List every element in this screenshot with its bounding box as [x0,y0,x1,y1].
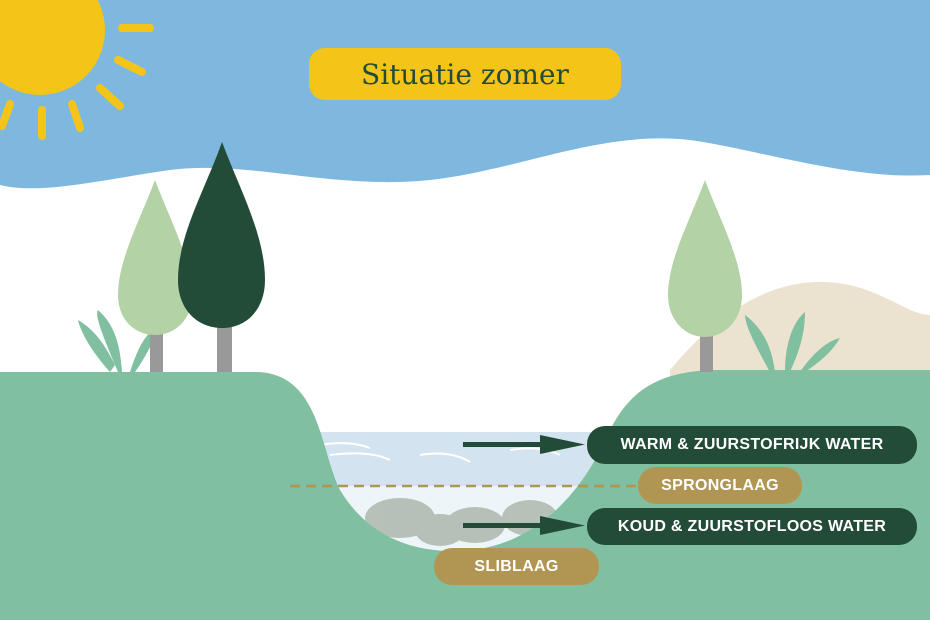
label-spronglaag: SPRONGLAAG [638,467,802,504]
label-sliblaag: SLIBLAAG [434,548,599,585]
tree-dark [178,142,265,372]
tree-light-right [668,180,742,372]
tree-light-left [118,180,192,372]
plant-right [745,312,840,372]
label-warm-water: WARM & ZUURSTOFRIJK WATER [587,426,917,464]
arrow-warm-icon [463,435,585,454]
arrow-cold-icon [463,516,585,535]
water-swirls [319,442,561,463]
label-cold-water: KOUD & ZUURSTOFLOOS WATER [587,508,917,545]
page-title: Situatie zomer [309,48,621,100]
sun-icon [0,0,154,140]
